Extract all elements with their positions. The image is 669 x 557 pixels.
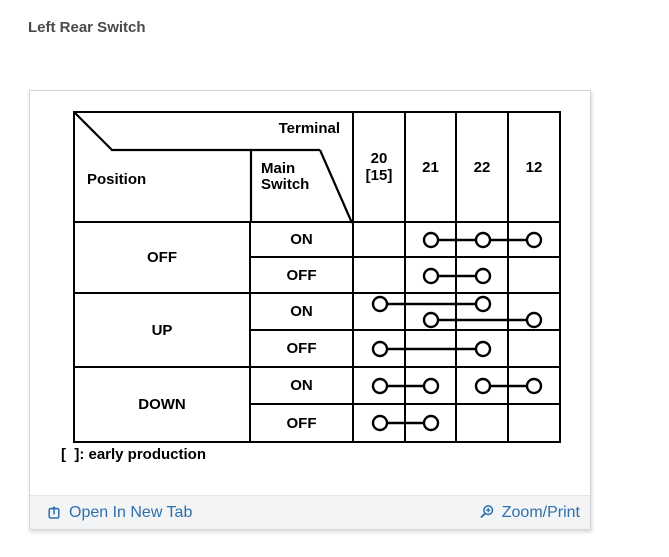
position-cell-off-label: OFF — [147, 249, 177, 266]
contact-cell-up-off-20 — [354, 331, 406, 368]
contact-cell-up-on-12 — [509, 294, 559, 331]
table-corner-header: Terminal Position Main Switch — [75, 113, 354, 223]
open-in-new-tab-icon — [48, 505, 60, 519]
early-production-note: [ ]: early production — [61, 446, 207, 463]
position-cell-down-label: DOWN — [138, 396, 186, 413]
contact-cell-off-off-20 — [354, 258, 406, 294]
switch-cell-off-on-label: ON — [290, 231, 313, 248]
switch-cell-off-off-label: OFF — [286, 266, 317, 284]
continuity-table: Terminal Position Main Switch 20[15] 21 22… — [73, 111, 561, 443]
switch-cell-down-off: OFF — [251, 405, 354, 441]
position-header-label: Position — [87, 171, 147, 188]
terminal-header-20: 20[15] — [354, 113, 406, 223]
diagram-card: Terminal Position Main Switch 20[15] 21 22… — [29, 90, 591, 530]
terminal-header-12: 12 — [509, 113, 559, 223]
switch-continuity-diagram: Terminal Position Main Switch 20[15] 21 22… — [30, 91, 590, 495]
main-switch-header-label: Main Switch — [261, 160, 310, 193]
switch-cell-off-off: OFF — [251, 258, 354, 294]
terminal-header-22-label: 22 — [473, 158, 491, 176]
contact-cell-up-on-20 — [354, 294, 406, 331]
zoom-print-icon — [480, 505, 493, 519]
switch-cell-down-on: ON — [251, 368, 354, 405]
zoom-print-label: Zoom/Print — [501, 503, 580, 521]
contact-cell-down-on-20 — [354, 368, 406, 405]
contact-cell-down-off-22 — [457, 405, 509, 441]
terminal-header-21: 21 — [406, 113, 457, 223]
contact-cell-off-on-22 — [457, 223, 509, 258]
contact-cell-up-off-21 — [406, 331, 457, 368]
contact-cell-up-on-21 — [406, 294, 457, 331]
switch-cell-up-on-label: ON — [290, 303, 313, 320]
terminal-header-21-label: 21 — [422, 158, 439, 176]
contact-cell-off-off-21 — [406, 258, 457, 294]
viewer-toolbar: Open In New Tab Zoom/Print — [30, 495, 590, 529]
page-title: Left Rear Switch — [28, 19, 146, 36]
position-cell-up-label: UP — [151, 321, 173, 339]
switch-cell-off-on: ON — [251, 223, 354, 258]
terminal-header-20-sub: [15] — [365, 167, 393, 184]
position-cell-off: OFF — [75, 223, 251, 294]
contact-cell-off-off-22 — [457, 258, 509, 294]
zoom-print-button[interactable]: Zoom/Print — [478, 504, 580, 522]
switch-cell-up-off-label: OFF — [286, 340, 317, 357]
terminal-header-12-label: 12 — [525, 158, 543, 176]
terminal-header-20-label: 20 — [370, 150, 388, 167]
open-in-new-tab-button[interactable]: Open In New Tab — [46, 504, 192, 522]
contact-cell-off-off-12 — [509, 258, 559, 294]
contact-cell-up-off-22 — [457, 331, 509, 368]
position-cell-up: UP — [75, 294, 251, 368]
contact-cell-off-on-20 — [354, 223, 406, 258]
open-in-new-tab-label: Open In New Tab — [69, 503, 193, 521]
switch-cell-down-on-label: ON — [290, 377, 313, 394]
switch-cell-up-off: OFF — [251, 331, 354, 368]
contact-cell-off-on-12 — [509, 223, 559, 258]
terminal-header-label: Terminal — [278, 120, 340, 137]
contact-cell-down-on-21 — [406, 368, 457, 405]
contact-cell-down-on-12 — [509, 368, 559, 405]
contact-cell-down-on-22 — [457, 368, 509, 405]
contact-cell-down-off-12 — [509, 405, 559, 441]
switch-cell-down-off-label: OFF — [286, 414, 317, 432]
position-cell-down: DOWN — [75, 368, 251, 441]
terminal-header-22: 22 — [457, 113, 509, 223]
contact-cell-off-on-21 — [406, 223, 457, 258]
contact-cell-up-off-12 — [509, 331, 559, 368]
contact-cell-down-off-20 — [354, 405, 406, 441]
contact-cell-up-on-22 — [457, 294, 509, 331]
switch-cell-up-on: ON — [251, 294, 354, 331]
contact-cell-down-off-21 — [406, 405, 457, 441]
